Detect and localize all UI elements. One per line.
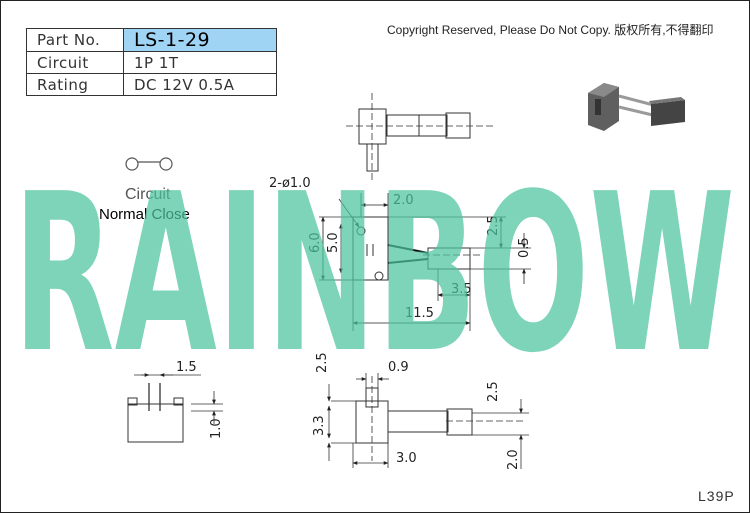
spec-table: Part No. LS-1-29 Circuit 1P 1T Rating DC… — [26, 28, 277, 96]
dim-6-0: 6.0 — [308, 232, 323, 253]
spec-row-circuit: Circuit 1P 1T — [26, 51, 277, 74]
dimension-labels: 2-ø1.0 2.0 6.0 5.0 2.5 0.5 3.5 11.5 1.5 … — [176, 176, 532, 470]
dim-2-0-right: 2.0 — [506, 449, 521, 470]
spec-row-part-no: Part No. LS-1-29 — [26, 28, 277, 52]
product-3d-render — [588, 83, 685, 131]
spec-label-part-no: Part No. — [26, 28, 124, 52]
bottom-view — [327, 373, 529, 469]
spec-value-part-no: LS-1-29 — [123, 28, 277, 52]
dim-0-5: 0.5 — [517, 237, 532, 258]
spec-label-rating: Rating — [26, 73, 124, 96]
dim-11-5: 11.5 — [405, 306, 434, 321]
dim-1-5: 1.5 — [176, 360, 197, 375]
dimension-lines — [321, 203, 526, 325]
circuit-type: Normal Close — [99, 206, 190, 223]
dim-0-9: 0.9 — [388, 360, 409, 375]
dim-2-5-right: 2.5 — [486, 381, 501, 402]
dim-5-0: 5.0 — [326, 232, 341, 253]
spec-label-circuit: Circuit — [26, 51, 124, 74]
spec-row-rating: Rating DC 12V 0.5A — [26, 73, 277, 96]
circuit-symbol — [125, 157, 173, 171]
circuit-title: Circuit — [125, 186, 171, 203]
dim-2-0: 2.0 — [393, 193, 414, 208]
model-code: L39P — [698, 488, 735, 504]
spec-value-rating: DC 12V 0.5A — [123, 73, 277, 96]
dim-3-0: 3.0 — [396, 451, 417, 466]
dim-2-5-left: 2.5 — [315, 352, 330, 373]
top-view — [346, 93, 496, 181]
dim-2-5-top: 2.5 — [486, 215, 501, 236]
front-view — [319, 193, 531, 331]
copyright-notice: Copyright Reserved, Please Do Not Copy. … — [387, 23, 714, 37]
dim-3-3: 3.3 — [312, 415, 327, 436]
side-view — [127, 373, 223, 443]
dim-hole: 2-ø1.0 — [269, 176, 311, 191]
dim-1-0: 1.0 — [209, 418, 224, 439]
dim-3-5: 3.5 — [451, 282, 472, 297]
